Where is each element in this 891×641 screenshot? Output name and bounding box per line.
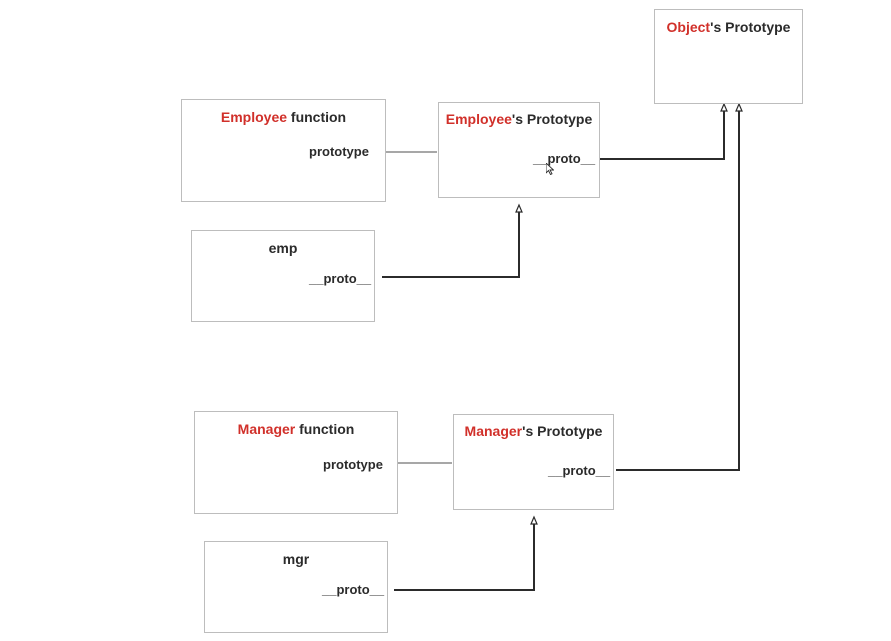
manager-function-box: Manager function prototype — [194, 411, 398, 514]
object-prototype-name: Object — [666, 19, 711, 35]
mgr-proto-arrow — [394, 524, 535, 591]
mgr-box: mgr __proto__ — [204, 541, 388, 633]
manager-prototype-title: Manager's Prototype — [454, 423, 613, 439]
employee-prototype-name: Employee — [445, 111, 512, 127]
employee-prototype-box: Employee's Prototype __proto__ — [438, 102, 600, 198]
object-prototype-suffix: 's Prototype — [710, 19, 791, 35]
object-prototype-box: Object's Prototype — [654, 9, 803, 104]
manager-function-suffix: function — [295, 421, 355, 437]
manager-prototype-name: Manager — [464, 423, 523, 439]
emp-proto-arrow — [382, 212, 520, 278]
employee-function-name: Employee — [220, 109, 288, 125]
mgr-proto-label: __proto__ — [322, 582, 385, 597]
employee-function-box: Employee function prototype — [181, 99, 386, 202]
emp-name: emp — [268, 240, 298, 256]
emp-title: emp — [192, 240, 374, 256]
employee-prototype-title: Employee's Prototype — [439, 111, 599, 127]
manager-prototype-suffix: 's Prototype — [522, 423, 603, 439]
employee-function-suffix: function — [287, 109, 347, 125]
emp-box: emp __proto__ — [191, 230, 375, 322]
manager-function-name: Manager — [237, 421, 296, 437]
manager-function-title: Manager function — [195, 421, 397, 437]
emp-proto-arrowhead — [515, 203, 523, 213]
manager-proto-to-object-arrowhead — [735, 102, 743, 112]
mouse-cursor-icon — [546, 163, 554, 175]
employee-proto-to-object-arrow — [600, 111, 725, 160]
object-prototype-title: Object's Prototype — [655, 19, 802, 35]
employee-prototype-proto-label: __proto__ — [533, 151, 596, 166]
manager-prototype-proto-label: __proto__ — [548, 463, 611, 478]
employee-function-title: Employee function — [182, 109, 385, 125]
manager-function-prototype-label: prototype — [323, 457, 383, 472]
employee-prototype-suffix: 's Prototype — [511, 111, 593, 127]
manager-prototype-box: Manager's Prototype __proto__ — [453, 414, 614, 510]
emp-proto-label: __proto__ — [309, 271, 372, 286]
employee-proto-to-object-arrowhead — [720, 102, 728, 112]
mgr-name: mgr — [282, 551, 310, 567]
employee-function-prototype-label: prototype — [309, 144, 369, 159]
mgr-proto-arrowhead — [530, 515, 538, 525]
manager-proto-to-object-arrow — [616, 111, 740, 471]
mgr-title: mgr — [205, 551, 387, 567]
